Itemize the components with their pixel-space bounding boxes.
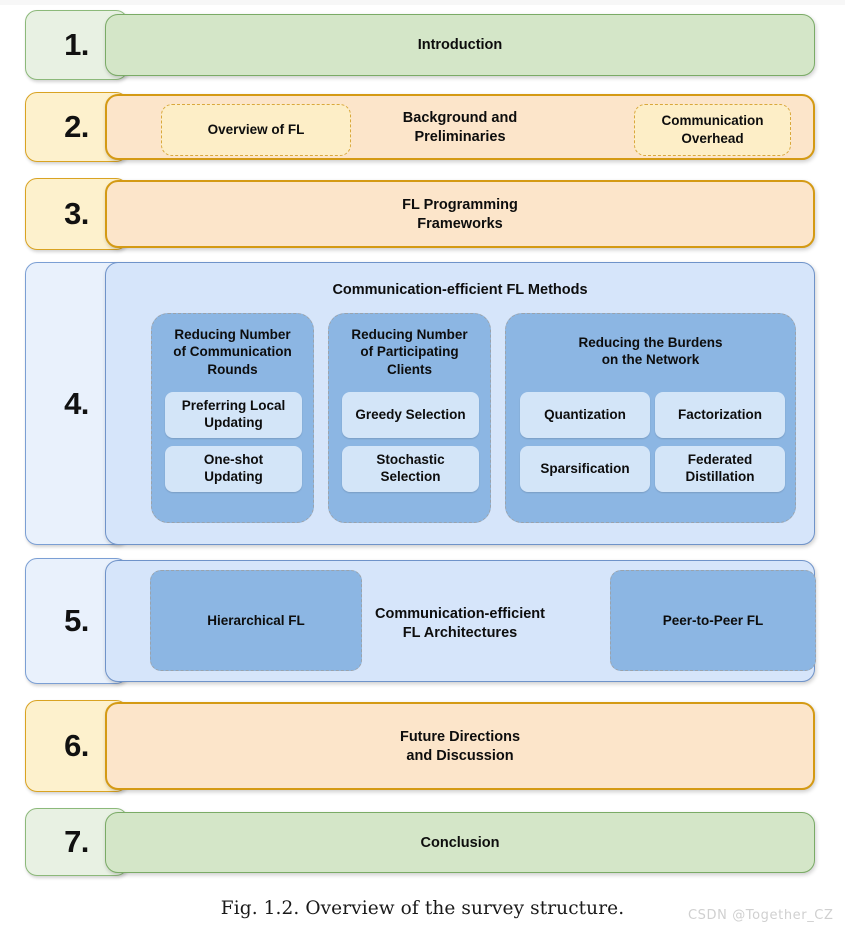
subbox-overview-of-fl[interactable]: Overview of FL: [161, 104, 351, 156]
section-content-2[interactable]: Background and Preliminaries Overview of…: [105, 94, 815, 160]
section-content-5[interactable]: Communication-efficient FL Architectures…: [105, 560, 816, 682]
section-number-3: 3.: [64, 196, 89, 231]
section-number-2: 2.: [64, 109, 89, 144]
group-reducing-participating-clients[interactable]: Reducing Number of Participating Clients…: [328, 313, 491, 523]
leaf-greedy-selection[interactable]: Greedy Selection: [342, 392, 479, 438]
group-title-1: Reducing Number of Communication Rounds: [173, 327, 292, 377]
subbox-communication-overhead[interactable]: Communication Overhead: [634, 104, 791, 156]
leaf-preferring-local-updating[interactable]: Preferring Local Updating: [165, 392, 302, 438]
section-content-7[interactable]: Conclusion: [105, 812, 815, 873]
section-number-1: 1.: [64, 27, 89, 62]
section-title-2: Background and Preliminaries: [402, 110, 518, 145]
section-title-7: Conclusion: [420, 835, 500, 851]
csdn-watermark: CSDN @Together_CZ: [688, 908, 834, 923]
group-reducing-communication-rounds[interactable]: Reducing Number of Communication Rounds …: [151, 313, 314, 523]
section-number-6: 6.: [64, 728, 89, 763]
section-content-6[interactable]: Future Directions and Discussion: [105, 702, 815, 790]
section-content-1[interactable]: Introduction: [105, 14, 815, 76]
section-row-6: 6. Future Directions and Discussion: [25, 700, 815, 792]
section-title-6: Future Directions and Discussion: [399, 729, 521, 764]
section-title-3: FL Programming Frameworks: [402, 197, 518, 232]
section-row-1: 1. Introduction: [25, 10, 815, 80]
section-title-5: Communication-efficient FL Architectures: [375, 606, 545, 641]
leaf-one-shot-updating[interactable]: One-shot Updating: [165, 446, 302, 492]
section-title-4: Communication-efficient FL Methods: [332, 282, 588, 298]
section-number-7: 7.: [64, 824, 89, 859]
page-top-strip: [0, 0, 845, 5]
section-row-3: 3. FL Programming Frameworks: [25, 178, 815, 250]
leaf-stochastic-selection[interactable]: Stochastic Selection: [342, 446, 479, 492]
leaf-sparsification[interactable]: Sparsification: [520, 446, 650, 492]
subbox-peer-to-peer-fl[interactable]: Peer-to-Peer FL: [610, 570, 816, 671]
leaf-quantization[interactable]: Quantization: [520, 392, 650, 438]
group-title-3: Reducing the Burdens on the Network: [578, 335, 723, 368]
section-number-5: 5.: [64, 603, 89, 638]
leaf-federated-distillation[interactable]: Federated Distillation: [655, 446, 785, 492]
group-reducing-network-burdens[interactable]: Reducing the Burdens on the Network Quan…: [505, 313, 796, 523]
section-row-4: 4. Communication-efficient FL Methods Re…: [25, 262, 815, 545]
section-content-4[interactable]: Communication-efficient FL Methods Reduc…: [105, 262, 815, 545]
group-title-2: Reducing Number of Participating Clients: [351, 327, 468, 377]
leaf-factorization[interactable]: Factorization: [655, 392, 785, 438]
section-content-3[interactable]: FL Programming Frameworks: [105, 180, 815, 248]
section-number-4: 4.: [64, 385, 89, 421]
section-row-5: 5. Communication-efficient FL Architectu…: [25, 558, 816, 684]
section-title-1: Introduction: [417, 37, 503, 53]
section-row-7: 7. Conclusion: [25, 808, 815, 876]
subbox-hierarchical-fl[interactable]: Hierarchical FL: [150, 570, 362, 671]
section-row-2: 2. Background and Preliminaries Overview…: [25, 92, 815, 162]
figure-caption: Fig. 1.2. Overview of the survey structu…: [220, 898, 625, 919]
